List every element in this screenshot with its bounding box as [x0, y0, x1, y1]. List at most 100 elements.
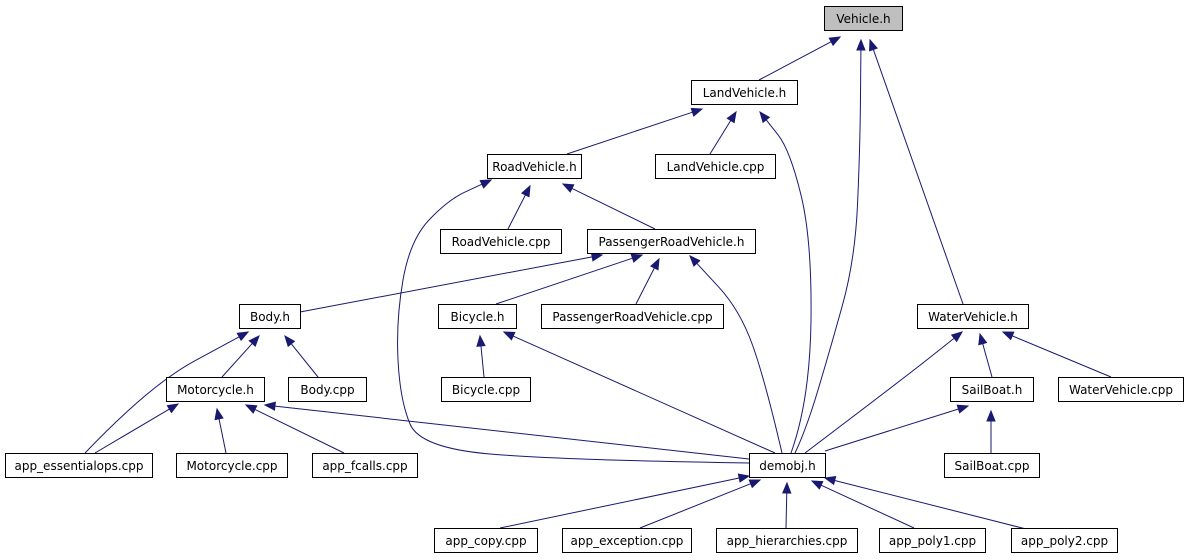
edge-arrowhead — [823, 475, 837, 486]
node-box — [562, 528, 692, 553]
edge-line — [982, 343, 993, 378]
node-app-hierarchies-cpp[interactable]: app_hierarchies.cpp — [716, 528, 858, 553]
edge-demobj_h-to-bicycle_h — [502, 331, 776, 454]
edge-arrowhead — [828, 36, 842, 47]
node-label: SailBoat.h — [962, 383, 1023, 397]
edge-layer — [84, 36, 1112, 531]
node-label: app_copy.cpp — [445, 534, 526, 548]
edge-passengerroadvehicle_h-to-roadvehicle_h — [561, 183, 656, 230]
node-roadvehicle-h[interactable]: RoadVehicle.h — [487, 154, 582, 179]
node-box — [917, 304, 1029, 329]
edge-line — [872, 49, 964, 305]
node-watervehicle-cpp[interactable]: WaterVehicle.cpp — [1058, 377, 1184, 402]
edge-motorcycle_h-to-body_h — [221, 335, 260, 378]
node-roadvehicle-cpp[interactable]: RoadVehicle.cpp — [440, 229, 562, 254]
node-motorcycle-h[interactable]: Motorcycle.h — [166, 377, 265, 402]
node-box — [239, 304, 301, 329]
edge-app_fcalls_cpp-to-motorcycle_h — [244, 404, 345, 454]
edge-line — [758, 41, 832, 81]
edge-arrowhead — [166, 403, 180, 414]
node-label: app_poly1.cpp — [889, 534, 976, 548]
node-label: LandVehicle.cpp — [667, 160, 765, 174]
edge-line — [84, 336, 240, 454]
node-label: PassengerRoadVehicle.cpp — [552, 310, 712, 324]
node-box — [441, 377, 531, 402]
edge-line — [834, 479, 1031, 531]
edge-body_cpp-to-body_h — [284, 334, 319, 378]
node-label: app_exception.cpp — [571, 534, 684, 548]
node-box — [950, 377, 1034, 402]
node-label: RoadVehicle.h — [492, 160, 576, 174]
node-vehicle-h[interactable]: Vehicle.h — [824, 6, 903, 31]
edge-demobj_h-to-roadvehicle_h — [397, 179, 750, 464]
edge-arrowhead — [263, 401, 276, 411]
node-box — [1011, 528, 1118, 553]
node-label: Bicycle.cpp — [452, 383, 520, 397]
node-box — [487, 154, 582, 179]
node-passengerroadvehicle-h[interactable]: PassengerRoadVehicle.h — [587, 229, 756, 254]
edge-arrowhead — [950, 331, 964, 343]
edge-demobj_h-to-passengerroadvehicle_h — [689, 255, 783, 454]
edge-line — [397, 183, 750, 464]
edge-line — [290, 343, 319, 378]
node-app-poly2-cpp[interactable]: app_poly2.cpp — [1011, 528, 1118, 553]
edge-line — [480, 345, 485, 378]
edge-arrowhead — [561, 183, 575, 193]
node-landvehicle-h[interactable]: LandVehicle.h — [691, 80, 798, 105]
edge-arrowhead — [630, 253, 644, 263]
node-watervehicle-h[interactable]: WaterVehicle.h — [917, 304, 1029, 329]
node-label: Motorcycle.h — [177, 383, 254, 397]
node-label: Body.cpp — [300, 383, 354, 397]
edge-line — [254, 408, 345, 454]
node-bicycle-cpp[interactable]: Bicycle.cpp — [441, 377, 531, 402]
edge-line — [794, 49, 862, 454]
node-demobj-h[interactable]: demobj.h — [749, 453, 826, 478]
edge-line — [709, 120, 732, 155]
node-sailboat-h[interactable]: SailBoat.h — [950, 377, 1034, 402]
edge-watervehicle_cpp-to-watervehicle_h — [1001, 331, 1112, 378]
edge-line — [571, 187, 656, 230]
edge-arrowhead — [810, 480, 824, 490]
node-box — [1058, 377, 1184, 402]
node-motorcycle-cpp[interactable]: Motorcycle.cpp — [176, 453, 288, 478]
edge-arrowhead — [214, 407, 224, 421]
edge-arrowhead — [726, 110, 737, 124]
edge-landvehicle_cpp-to-landvehicle_h — [709, 110, 737, 155]
edge-arrowhead — [479, 179, 493, 189]
edge-demobj_h-to-motorcycle_h — [263, 401, 750, 460]
node-box — [5, 453, 153, 478]
node-box — [824, 6, 903, 31]
node-body-h[interactable]: Body.h — [239, 304, 301, 329]
node-label: WaterVehicle.h — [928, 310, 1018, 324]
node-landvehicle-cpp[interactable]: LandVehicle.cpp — [655, 154, 776, 179]
edge-app_essentialops_cpp-to-body_h — [84, 331, 250, 454]
node-label: app_hierarchies.cpp — [727, 534, 848, 548]
node-label: app_essentialops.cpp — [14, 459, 143, 473]
node-box — [716, 528, 858, 553]
node-label: Body.h — [250, 310, 290, 324]
edge-arrowhead — [520, 184, 531, 198]
edge-line — [495, 257, 633, 305]
node-bicycle-h[interactable]: Bicycle.h — [438, 304, 517, 329]
edge-arrowhead — [248, 335, 260, 347]
edge-app_hierarchies_cpp-to-demobj_h — [782, 481, 792, 529]
node-box — [312, 453, 418, 478]
node-app-exception-cpp[interactable]: app_exception.cpp — [562, 528, 692, 553]
node-passengerroadvehicle-cpp[interactable]: PassengerRoadVehicle.cpp — [541, 304, 724, 329]
node-label: WaterVehicle.cpp — [1069, 383, 1173, 397]
node-body-cpp[interactable]: Body.cpp — [288, 377, 367, 402]
edge-line — [635, 267, 655, 305]
edge-bicycle_cpp-to-bicycle_h — [476, 334, 486, 378]
node-app-fcalls-cpp[interactable]: app_fcalls.cpp — [312, 453, 418, 478]
edge-line — [221, 343, 253, 378]
edge-sailboat_h-to-watervehicle_h — [978, 332, 993, 378]
edge-arrowhead — [502, 331, 516, 341]
node-app-copy-cpp[interactable]: app_copy.cpp — [434, 528, 538, 553]
node-app-essentialops-cpp[interactable]: app_essentialops.cpp — [5, 453, 153, 478]
node-app-poly1-cpp[interactable]: app_poly1.cpp — [879, 528, 986, 553]
node-sailboat-cpp[interactable]: SailBoat.cpp — [944, 453, 1040, 478]
edge-arrowhead — [689, 255, 701, 267]
edge-arrowhead — [737, 473, 751, 483]
node-box — [691, 80, 798, 105]
